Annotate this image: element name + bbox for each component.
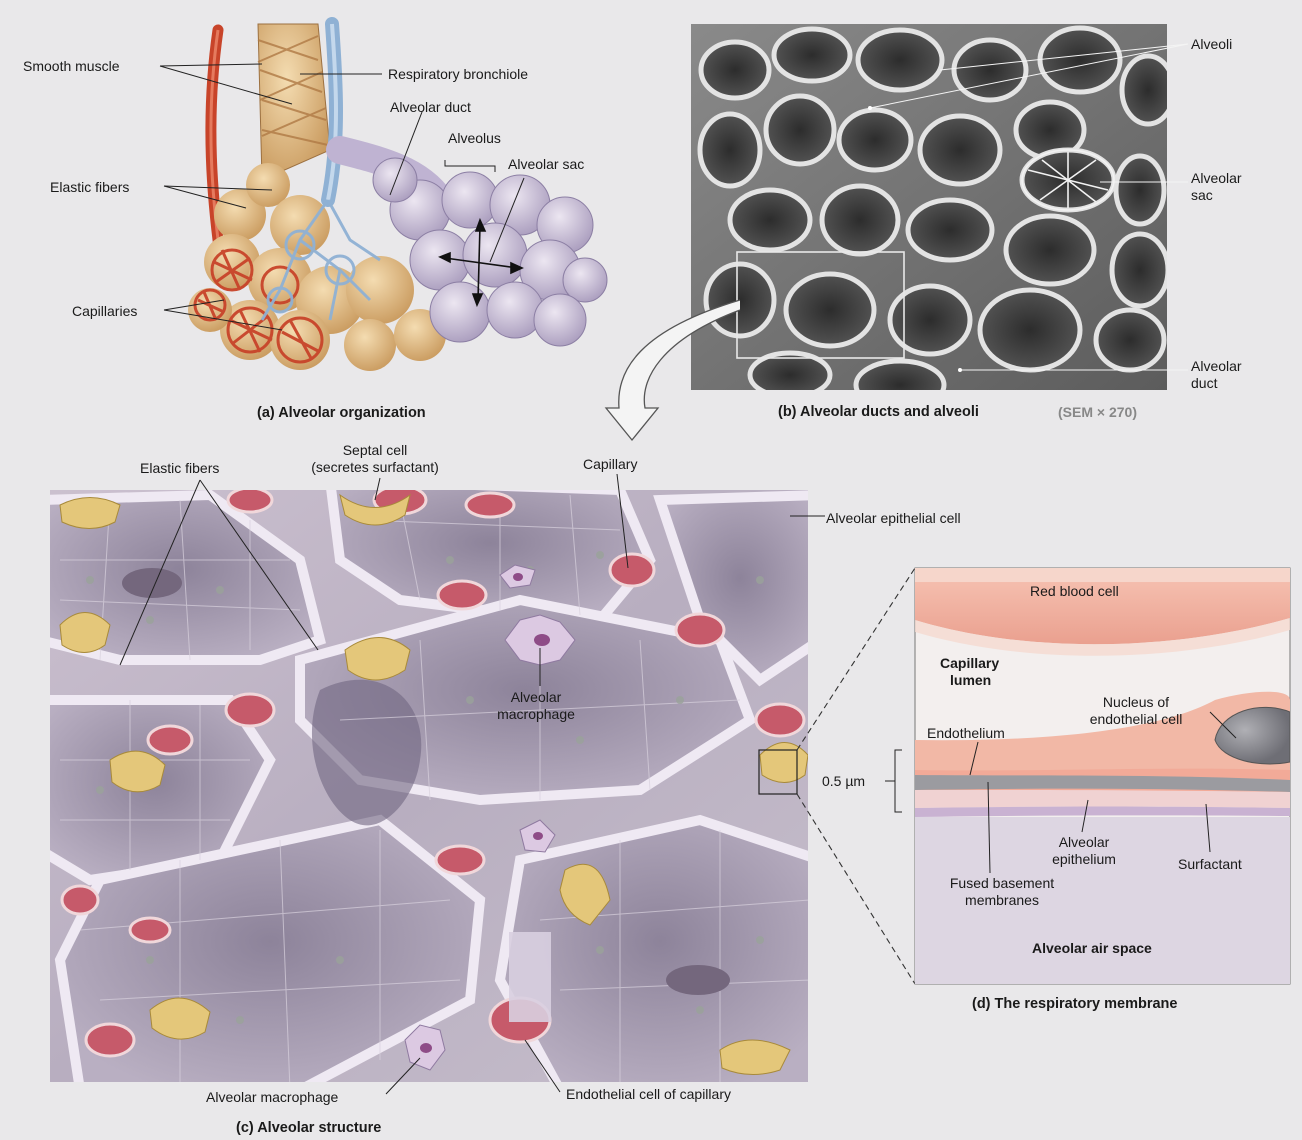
label-septal-cell-2: (secretes surfactant) bbox=[311, 459, 439, 475]
caption-panel-b: (b) Alveolar ducts and alveoli bbox=[778, 404, 979, 420]
label-capillary-lumen-2: lumen bbox=[950, 672, 991, 688]
label-alveoli: Alveoli bbox=[1191, 36, 1232, 52]
label-alveolar-air-space: Alveolar air space bbox=[1032, 940, 1152, 956]
label-alveolar-epithelium-1: Alveolar bbox=[1059, 834, 1110, 850]
label-capillaries: Capillaries bbox=[72, 303, 137, 319]
label-alveolar-macrophage-1: Alveolar bbox=[511, 689, 562, 705]
label-alveolar-epithelial-cell: Alveolar epithelial cell bbox=[826, 510, 961, 526]
label-surfactant: Surfactant bbox=[1178, 856, 1242, 872]
label-fused-basement-1: Fused basement bbox=[950, 875, 1054, 891]
label-thickness: 0.5 µm bbox=[822, 773, 865, 789]
label-elastic-fibers-a: Elastic fibers bbox=[50, 179, 129, 195]
label-elastic-fibers-c: Elastic fibers bbox=[140, 460, 219, 476]
label-nucleus-2: endothelial cell bbox=[1090, 711, 1183, 727]
label-nucleus-1: Nucleus of bbox=[1103, 694, 1169, 710]
label-alveolus: Alveolus bbox=[448, 130, 501, 146]
caption-panel-d: (d) The respiratory membrane bbox=[972, 996, 1177, 1012]
label-septal-cell-1: Septal cell bbox=[343, 442, 408, 458]
label-endothelial-cell: Endothelial cell of capillary bbox=[566, 1086, 731, 1102]
caption-panel-c: (c) Alveolar structure bbox=[236, 1120, 381, 1136]
label-capillary: Capillary bbox=[583, 456, 637, 472]
label-endothelium: Endothelium bbox=[927, 725, 1005, 741]
label-alveolar-epithelium-2: epithelium bbox=[1052, 851, 1116, 867]
label-alveolar-duct: Alveolar duct bbox=[390, 99, 471, 115]
panel-c-artwork bbox=[40, 474, 915, 1094]
label-sem-magnification: (SEM × 270) bbox=[1058, 404, 1137, 420]
label-alveolar-sac-b-1: Alveolar bbox=[1191, 170, 1242, 186]
label-red-blood-cell: Red blood cell bbox=[1030, 583, 1119, 599]
label-capillary-lumen-1: Capillary bbox=[940, 655, 999, 671]
label-alveolar-duct-b-2: duct bbox=[1191, 375, 1217, 391]
caption-panel-a: (a) Alveolar organization bbox=[257, 405, 426, 421]
label-fused-basement-2: membranes bbox=[965, 892, 1039, 908]
label-alveolar-macrophage-2: macrophage bbox=[497, 706, 575, 722]
panel-b-artwork bbox=[691, 24, 1188, 409]
panel-a-artwork bbox=[160, 24, 607, 371]
label-alveolar-sac: Alveolar sac bbox=[508, 156, 584, 172]
label-alveolar-macrophage-bottom: Alveolar macrophage bbox=[206, 1089, 338, 1105]
label-alveolar-sac-b-2: sac bbox=[1191, 187, 1213, 203]
label-smooth-muscle: Smooth muscle bbox=[23, 58, 119, 74]
panel-d-artwork bbox=[885, 568, 1290, 984]
label-alveolar-duct-b-1: Alveolar bbox=[1191, 358, 1242, 374]
label-respiratory-bronchiole: Respiratory bronchiole bbox=[388, 66, 528, 82]
